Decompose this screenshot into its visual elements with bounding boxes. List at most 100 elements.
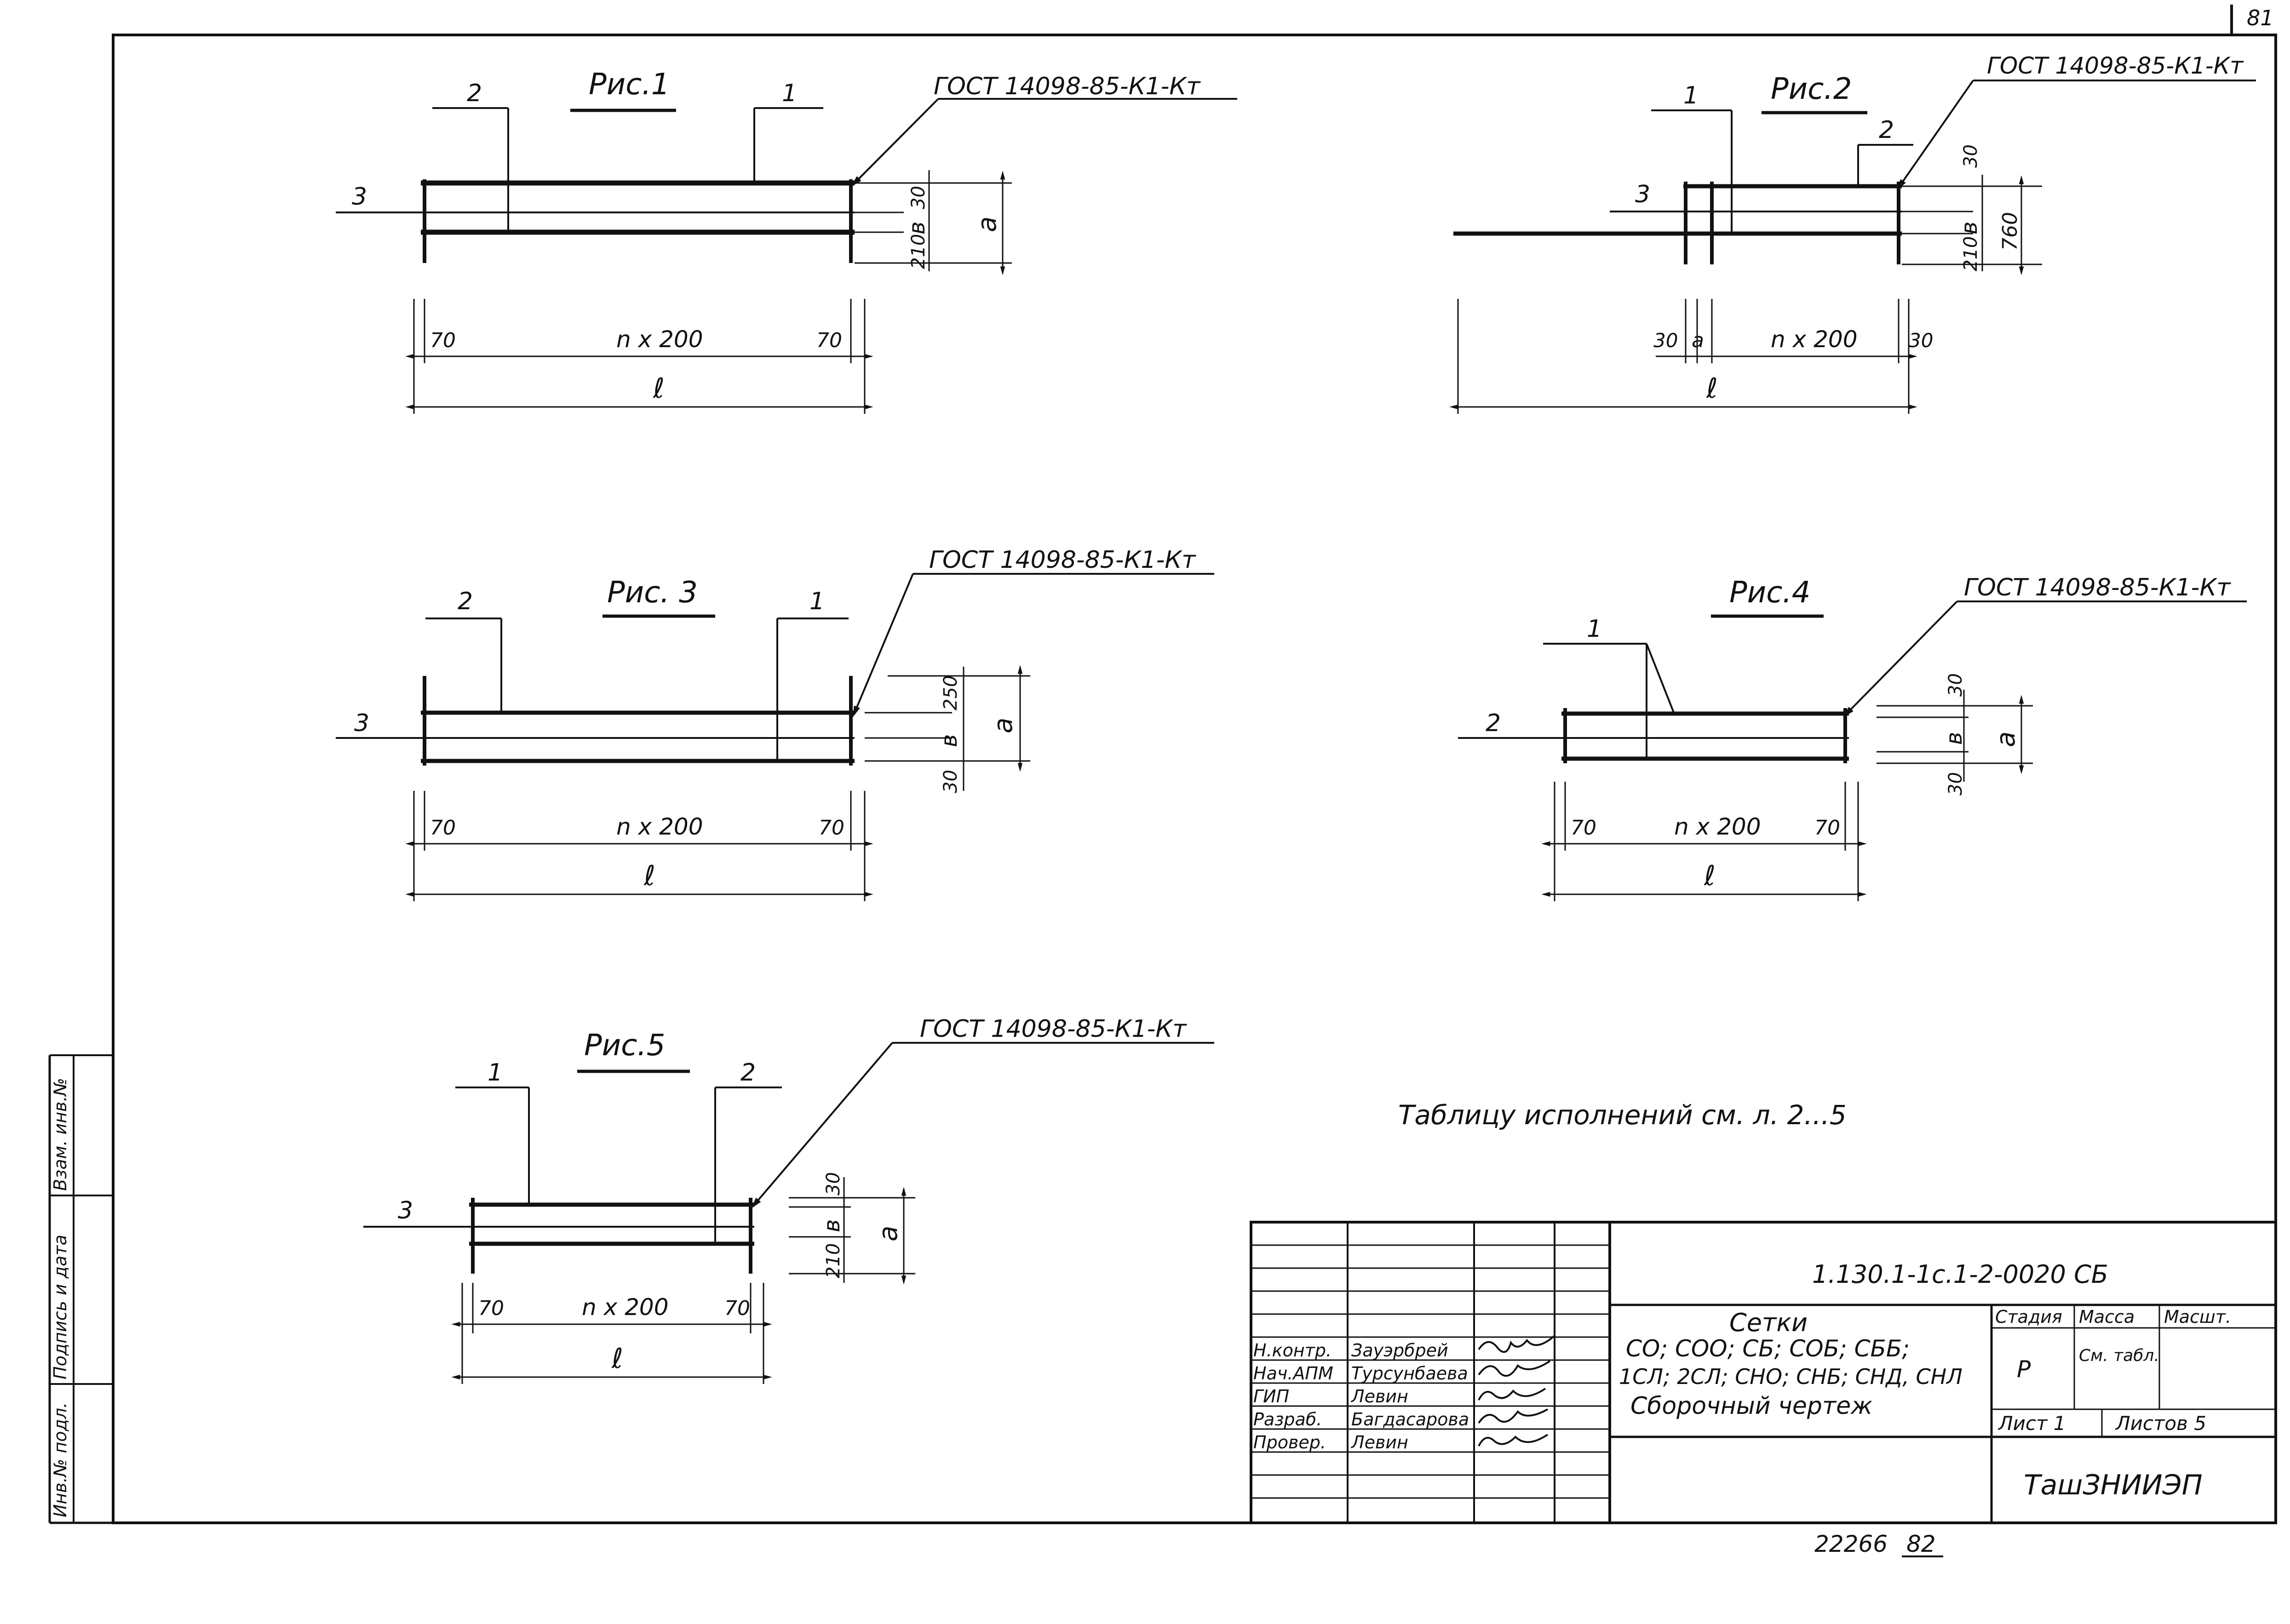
figure-2-callout-1: 1 [1683, 82, 1699, 109]
figure-2-dim-b: в [1957, 222, 1982, 234]
figure-4-standard: ГОСТ 14098-85-К1-Кт [1964, 574, 2231, 601]
side-stamp-replace: Взам. инв.№ [50, 1078, 70, 1191]
signature-role-3: ГИП [1253, 1386, 1289, 1407]
signature-name-1: Зауэрбрей [1351, 1340, 1448, 1361]
signature-role-1: Н.контр. [1253, 1340, 1332, 1361]
signature-name-5: Левин [1350, 1432, 1408, 1452]
table-note: Таблицу исполнений см. л. 2...5 [1398, 1099, 1847, 1131]
figure-4-dim-70-right: 70 [1814, 816, 1840, 840]
figure-5-dim-b: в [819, 1219, 845, 1232]
signature-role-2: Нач.АПМ [1253, 1363, 1333, 1384]
mass-header: Масса [2079, 1307, 2135, 1327]
figure-3-dim-70-right: 70 [819, 816, 844, 840]
figure-4-dim-30-bottom: 30 [1945, 772, 1966, 795]
figure-5-dim-a: а [873, 1226, 903, 1241]
figure-5-callout-1: 1 [488, 1059, 503, 1086]
figure-4-callout-2: 2 [1486, 709, 1501, 737]
figure-3-dim-b: в [936, 734, 962, 747]
signature-role-5: Провер. [1253, 1432, 1326, 1452]
figure-5-dim-210: 210 [823, 1243, 844, 1278]
figure-5-dim-30: 30 [823, 1172, 844, 1195]
figure-1-dim-a: а [972, 217, 1002, 232]
figure-5-title: Рис.5 [584, 1029, 665, 1063]
stage-value: Р [2017, 1356, 2031, 1383]
signature-rows: Н.контр. Зауэрбрей Нач.АПМ Турсунбаева Г… [1253, 1340, 1469, 1452]
figure-1-title: Рис.1 [589, 68, 670, 102]
figure-4-dim-length: ℓ [1704, 860, 1716, 892]
figure-2-callout-2: 2 [1879, 116, 1894, 144]
figure-3-dim-nx200: n x 200 [616, 813, 703, 840]
figure-2-callout-3: 3 [1635, 181, 1650, 208]
side-stamp-inv: Инв.№ подл. [50, 1402, 70, 1517]
figure-2-title: Рис.2 [1771, 72, 1852, 106]
figure-5-dim-nx200: n x 200 [582, 1294, 669, 1321]
figure-1-dim-length: ℓ [653, 372, 665, 405]
page-number: 81 [2247, 6, 2274, 30]
figure-3-standard: ГОСТ 14098-85-К1-Кт [929, 546, 1196, 574]
figure-1-dim-nx200: n x 200 [616, 326, 703, 353]
signature-role-4: Разраб. [1253, 1409, 1322, 1430]
title-line-3: 1СЛ; 2СЛ; СНО; СНБ; СНД, СНЛ [1619, 1364, 1963, 1389]
figure-1: Рис.1 ГОСТ 14098-85-К1-Кт 1 2 3 30 в 210… [336, 68, 1237, 414]
figure-4-title: Рис.4 [1729, 576, 1810, 610]
figure-5: Рис.5 ГОСТ 14098-85-К1-Кт 1 2 3 30 в 210… [363, 1015, 1214, 1384]
doc-code: 1.130.1-1с.1-2-0020 СБ [1812, 1260, 2108, 1289]
figure-1-dim-b: в [904, 222, 930, 234]
figure-2-dim-30: 30 [1960, 144, 1981, 168]
figure-1-callout-2: 2 [467, 80, 482, 107]
figure-3-dim-250: 250 [940, 675, 961, 710]
sheet-label: Лист 1 [1997, 1412, 2066, 1435]
figure-5-dim-70-right: 70 [724, 1297, 750, 1320]
figure-2-dim-760: 760 [1998, 212, 2022, 251]
figure-3-callout-3: 3 [354, 709, 369, 737]
figure-3-dim-30: 30 [940, 770, 961, 793]
figure-5-callout-3: 3 [398, 1197, 413, 1224]
figure-3-dim-length: ℓ [643, 860, 655, 892]
figure-2: Рис.2 ГОСТ 14098-85-К1-Кт 1 2 3 30 в 210… [1449, 52, 2256, 414]
figure-4-dim-b: в [1941, 732, 1967, 745]
figure-4-dim-a: а [1991, 732, 2021, 747]
figure-3: Рис. 3 ГОСТ 14098-85-К1-Кт 2 1 3 250 в 3… [336, 546, 1214, 901]
figure-1-standard: ГОСТ 14098-85-К1-Кт [934, 73, 1201, 100]
figure-4-dim-30-top: 30 [1945, 673, 1966, 697]
figure-1-callout-1: 1 [782, 80, 797, 107]
figure-2-dim-210: 210 [1960, 236, 1981, 271]
archive-number: 22266 [1814, 1531, 1888, 1557]
scale-header: Масшт. [2164, 1307, 2231, 1327]
figure-5-callout-2: 2 [740, 1059, 756, 1086]
mass-value: См. табл. [2079, 1346, 2159, 1365]
figure-1-dim-210: 210 [908, 234, 929, 269]
side-stamp-signature: Подпись и дата [50, 1235, 70, 1379]
figure-5-standard: ГОСТ 14098-85-К1-Кт [920, 1015, 1187, 1043]
sheets-label: Листов 5 [2115, 1412, 2206, 1435]
figure-3-dim-70-left: 70 [430, 816, 456, 840]
figure-2-standard: ГОСТ 14098-85-К1-Кт [1987, 52, 2244, 79]
figure-4-callout-1: 1 [1587, 615, 1602, 643]
figure-2-dim-a: а [1692, 329, 1704, 352]
figure-3-callout-2: 2 [458, 588, 473, 615]
figure-4-dim-70-left: 70 [1571, 816, 1596, 840]
handwritten-signatures [1478, 1335, 1555, 1447]
figure-1-dim-30: 30 [908, 186, 929, 209]
figure-4-dim-nx200: n x 200 [1674, 813, 1761, 840]
figure-3-callout-1: 1 [809, 588, 825, 615]
figure-3-title: Рис. 3 [607, 576, 698, 610]
signature-name-2: Турсунбаева [1351, 1363, 1468, 1384]
signature-name-4: Багдасарова [1351, 1409, 1469, 1430]
figure-2-dim-30-left: 30 [1653, 329, 1678, 352]
title-line-1: Сетки [1729, 1308, 1808, 1337]
figure-5-dim-70-left: 70 [478, 1297, 504, 1320]
figure-2-dim-30-right: 30 [1909, 329, 1933, 352]
figure-4: Рис.4 ГОСТ 14098-85-К1-Кт 1 2 30 в 30 а … [1458, 574, 2247, 901]
title-line-2: СО; СОО; СБ; СОБ; СББ; [1626, 1335, 1910, 1362]
figure-2-dim-length: ℓ [1706, 372, 1718, 405]
organization: ТашЗНИИЭП [2024, 1469, 2203, 1501]
title-block [1250, 1221, 2277, 1524]
figure-2-dim-nx200: n x 200 [1771, 326, 1858, 353]
archive-suffix: 82 [1906, 1531, 1936, 1557]
figure-3-dim-a: а [988, 718, 1018, 733]
figure-1-dim-70-right: 70 [816, 329, 842, 352]
signature-name-3: Левин [1350, 1386, 1408, 1407]
